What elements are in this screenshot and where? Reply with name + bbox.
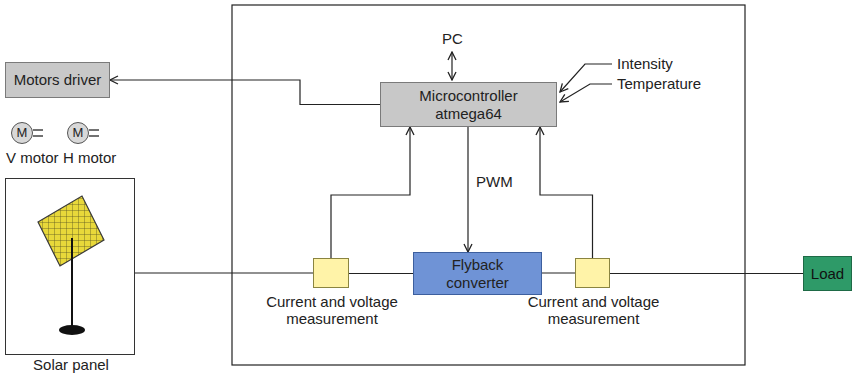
pc-link [451, 52, 452, 80]
node-text: Flyback converter [435, 256, 520, 291]
connector [542, 272, 575, 273]
node-caption: H motor [63, 149, 116, 166]
node-caption: Solar panel [6, 356, 136, 373]
motor-shaft [33, 130, 43, 136]
controller-box: Microcontroller atmega64 [380, 82, 557, 127]
node-text: M [73, 126, 84, 141]
connector [610, 273, 803, 274]
connector [331, 127, 410, 258]
connector [467, 127, 468, 252]
signal-label: PWM [474, 173, 515, 190]
node-text: M [17, 126, 28, 141]
load-box: Load [803, 256, 852, 291]
sensor-box: Current and voltage measurement [575, 258, 610, 288]
connector [135, 272, 313, 273]
input-label: Intensity [617, 55, 673, 72]
sensor-box: Current and voltage measurement [313, 258, 349, 288]
motor-circle: MH motor [67, 122, 89, 144]
panel-base [59, 325, 85, 335]
connector [540, 127, 593, 258]
node-text: Microcontroller atmega64 [406, 87, 531, 122]
panel-pole [71, 238, 73, 328]
driver-box: Motors driver [5, 62, 110, 98]
motor-shaft [89, 130, 99, 136]
connector [110, 80, 380, 105]
converter-box: Flyback converter [413, 252, 542, 295]
node-caption: Current and voltage measurement [242, 293, 422, 328]
sensor-arrow [560, 64, 612, 92]
input-label: Temperature [617, 75, 701, 92]
node-text: Motors driver [14, 71, 102, 88]
node-caption: V motor [6, 149, 59, 166]
connector [349, 273, 413, 274]
port-label: PC [442, 30, 463, 47]
node-caption: Current and voltage measurement [504, 293, 684, 328]
motor-circle: MV motor [11, 122, 33, 144]
node-text: Load [811, 265, 844, 282]
housing-box [232, 5, 745, 365]
sensor-arrow [560, 84, 612, 102]
